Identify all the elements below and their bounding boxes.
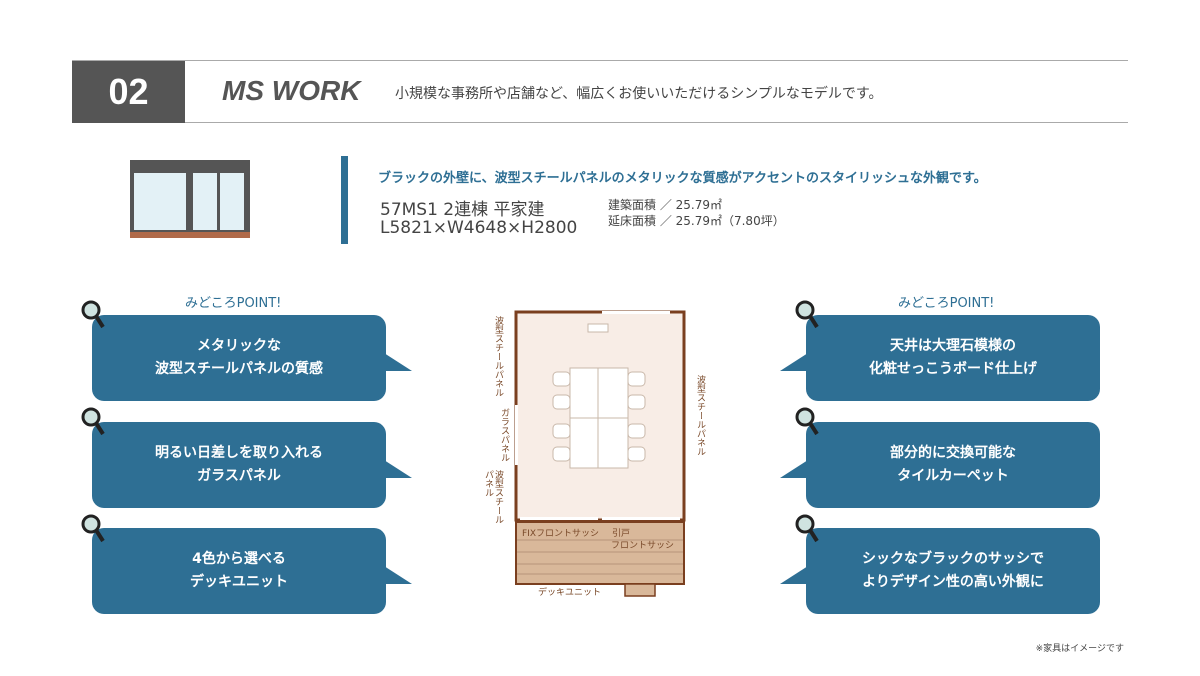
furniture-table xyxy=(552,323,646,469)
point-line: 波型スチールパネルの質感 xyxy=(155,361,323,377)
building-area: 建築面積 ／ 25.79㎡ xyxy=(608,198,722,212)
floor-area: 延床面積 ／ 25.79㎡（7.80坪） xyxy=(608,214,785,228)
point-line: 部分的に交換可能な xyxy=(890,445,1016,461)
exterior-thumbnail xyxy=(130,160,250,238)
label-sliding-b: フロントサッシ xyxy=(611,540,674,551)
point-line: 4色から選べる xyxy=(192,551,286,567)
magnifier-icon xyxy=(795,407,819,436)
label-left-bottom-a: 波型スチール xyxy=(493,469,504,524)
accent-bar xyxy=(341,156,348,244)
point-line: デッキユニット xyxy=(190,574,288,590)
magnifier-icon xyxy=(795,514,819,543)
model-description: 小規模な事務所や店舗など、幅広くお使いいただけるシンプルなモデルです。 xyxy=(395,86,883,102)
label-left-mid: ガラスパネル xyxy=(499,408,510,462)
point-card: 明るい日差しを取り入れるガラスパネル xyxy=(92,422,412,508)
left-points-heading: みどころPOINT! xyxy=(185,296,282,311)
model-spec: 57MS1 2連棟 平家建 xyxy=(380,200,545,220)
point-card: 4色から選べるデッキユニット xyxy=(92,528,412,614)
label-left-bottom-b: パネル xyxy=(483,470,494,497)
point-card: 天井は大理石模様の化粧せっこうボード仕上げ xyxy=(780,315,1100,401)
right-points-heading: みどころPOINT! xyxy=(898,296,995,311)
point-line: よりデザイン性の高い外観に xyxy=(862,574,1044,590)
model-title: MS WORK xyxy=(222,75,361,106)
label-deck: デッキユニット xyxy=(538,586,601,598)
label-left-top: 波型スチールパネル xyxy=(493,315,504,397)
section-number: 02 xyxy=(72,61,185,123)
point-card: 部分的に交換可能なタイルカーペット xyxy=(780,422,1100,508)
floor-plan: FIXフロントサッシ 引戸 フロントサッシ デッキユニット 波型スチールパネル … xyxy=(483,310,706,598)
point-line: タイルカーペット xyxy=(897,468,1009,484)
point-line: シックなブラックのサッシで xyxy=(862,551,1044,567)
label-fix-sash: FIXフロントサッシ xyxy=(522,528,599,539)
label-sliding-a: 引戸 xyxy=(612,528,630,539)
point-line: メタリックな xyxy=(197,338,281,354)
magnifier-icon xyxy=(81,300,105,329)
magnifier-icon xyxy=(81,514,105,543)
point-line: ガラスパネル xyxy=(197,468,281,484)
point-card: シックなブラックのサッシでよりデザイン性の高い外観に xyxy=(780,528,1100,614)
dimensions: L5821×W4648×H2800 xyxy=(380,218,578,238)
section-header: 02 MS WORK 小規模な事務所や店舗など、幅広くお使いいただけるシンプルな… xyxy=(72,60,1128,123)
point-line: 天井は大理石模様の xyxy=(890,338,1016,354)
magnifier-icon xyxy=(81,407,105,436)
magnifier-icon xyxy=(795,300,819,329)
lead-text: ブラックの外壁に、波型スチールパネルのメタリックな質感がアクセントのスタイリッシ… xyxy=(378,171,987,186)
point-line: 化粧せっこうボード仕上げ xyxy=(869,361,1037,377)
point-card: メタリックな波型スチールパネルの質感 xyxy=(92,315,412,401)
footnote: ※家具はイメージです xyxy=(1035,644,1124,654)
label-right: 波型スチールパネル xyxy=(695,374,706,456)
point-line: 明るい日差しを取り入れる xyxy=(155,445,323,461)
